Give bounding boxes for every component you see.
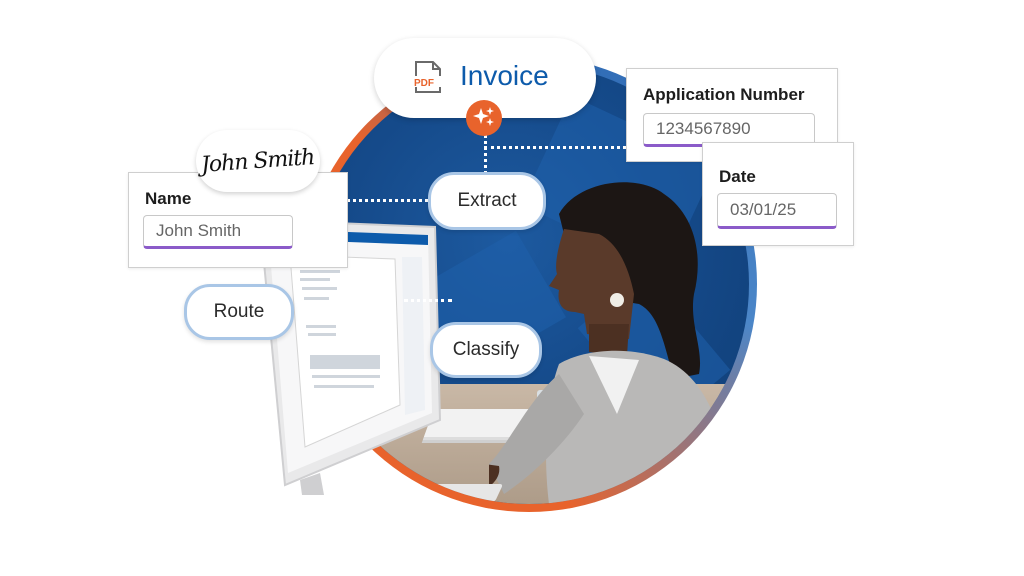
woman-at-computer — [489, 182, 734, 504]
connector — [404, 299, 452, 302]
connector — [484, 128, 487, 174]
classify-pill[interactable]: Classify — [430, 322, 542, 378]
extract-pill[interactable]: Extract — [428, 172, 546, 230]
connector — [484, 146, 626, 149]
date-field[interactable]: 03/01/25 — [717, 193, 837, 229]
name-label: Name — [145, 189, 192, 208]
pdf-file-icon — [414, 61, 442, 93]
date-label: Date — [719, 167, 756, 186]
name-field[interactable]: John Smith — [143, 215, 293, 249]
route-pill[interactable]: Route — [184, 284, 294, 340]
ai-sparkle-badge — [466, 100, 502, 136]
application-number-label: Application Number — [643, 85, 805, 104]
pdf-badge: PDF — [414, 78, 434, 89]
computer-monitor — [258, 218, 442, 495]
signature-text: John Smith — [200, 144, 316, 178]
signature-bubble: John Smith — [196, 130, 320, 192]
date-card: Date 03/01/25 — [702, 142, 854, 246]
connector — [340, 199, 428, 202]
sparkle-icon — [473, 107, 494, 126]
invoice-title: Invoice — [460, 60, 549, 91]
